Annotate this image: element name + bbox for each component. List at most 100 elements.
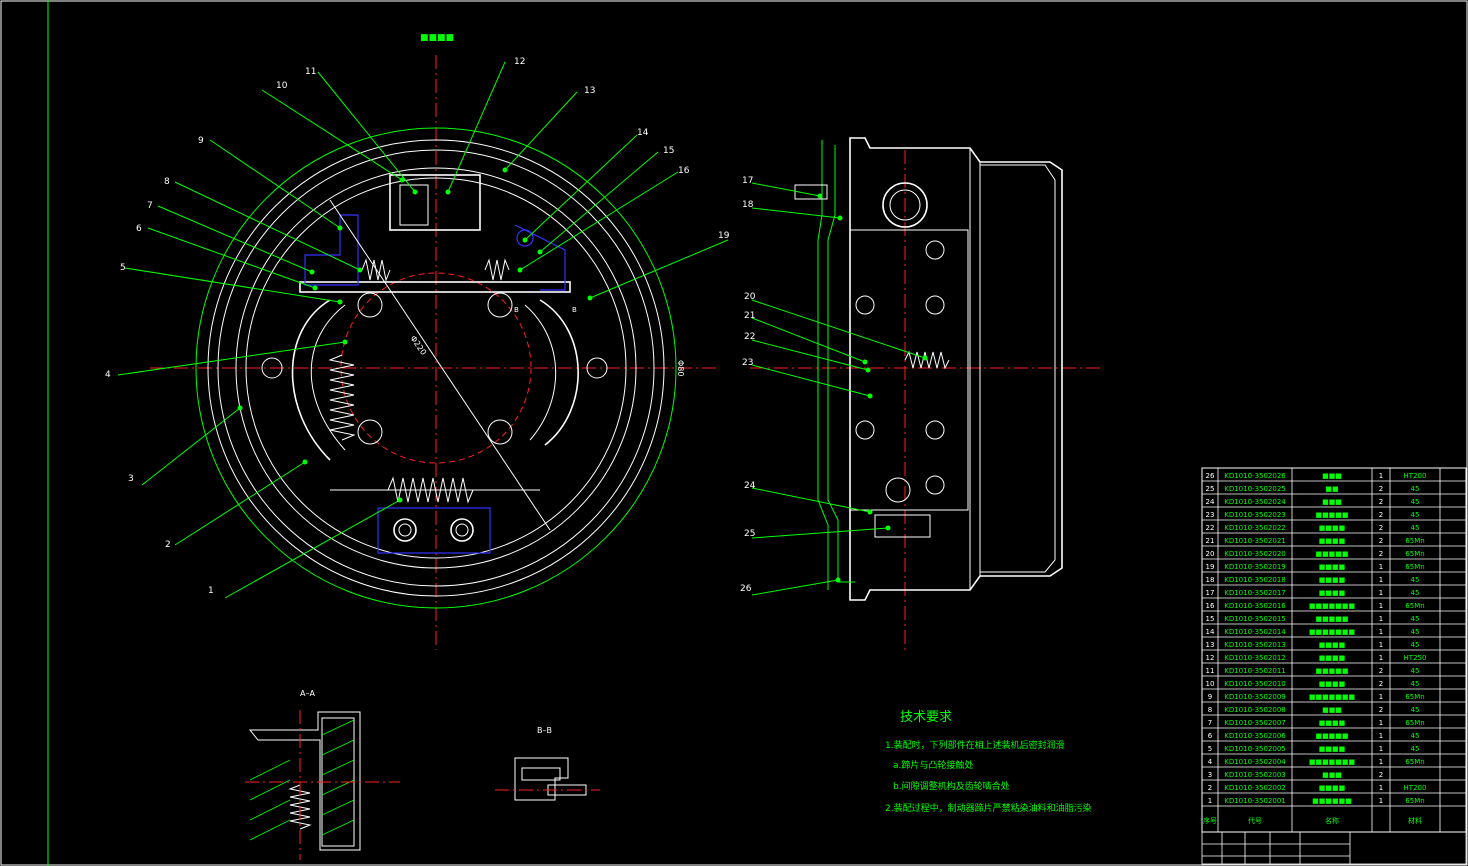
backing-plate-inner [817,140,829,590]
bom-cell-code: KD1010-3502010 [1224,680,1286,688]
bom-cell-name: ■■■■ [1319,719,1345,727]
front-view[interactable]: Φ220 Φ80 B B [150,55,720,650]
bom-cell-mat: 45 [1411,628,1420,636]
bom-cell-name: ■■■■■ [1315,511,1348,519]
bom-cell-name: ■■■■ [1319,524,1345,532]
bom-cell-name: ■■■■■■■ [1309,758,1355,766]
blue-bracket-left [304,214,359,286]
bom-cell-mat: 65Mn [1405,537,1424,545]
wheel-cylinder [389,174,481,231]
bom-cell-name: ■■■■■ [1315,667,1348,675]
drum-inner-profile [980,164,1056,573]
brake-shoe-right-inner [524,304,557,441]
bom-cell-no: 1 [1208,797,1212,805]
label-3: 3 [128,474,134,484]
bom-cell-code: KD1010-3502002 [1224,784,1286,792]
bom-cell-mat: 65Mn [1405,693,1424,701]
bom-cell-mat: 65Mn [1405,563,1424,571]
bom-cell-code: KD1010-3502001 [1224,797,1286,805]
bom-cell-qty: 1 [1379,602,1383,610]
bom-cell-mat: 45 [1411,511,1420,519]
bom-cell-mat: 45 [1411,745,1420,753]
bom-cell-name: ■■■ [1322,498,1342,506]
bom-cell-no: 26 [1206,472,1215,480]
bom-cell-no: 24 [1206,498,1215,506]
bom-cell-code: KD1010-3502012 [1224,654,1286,662]
bom-cell-name: ■■■ [1322,472,1342,480]
label-6: 6 [136,224,142,234]
bom-cell-no: 22 [1206,524,1215,532]
side-view[interactable] [750,137,1100,650]
bom-cell-code: KD1010-3502007 [1224,719,1286,727]
bom-cell-qty: 1 [1379,589,1383,597]
bom-cell-no: 17 [1206,589,1215,597]
side-spring [904,350,950,370]
bom-cell-name: ■■■■■ [1315,615,1348,623]
anchor-hole-2 [450,518,474,542]
bom-cell-qty: 2 [1379,771,1383,779]
label-15: 15 [663,146,674,156]
bom-cell-qty: 1 [1379,641,1383,649]
bom-cell-no: 19 [1206,563,1215,571]
tech-title: 技术要求 [900,710,952,725]
title-block [1201,831,1467,865]
bom-cell-qty: 2 [1379,667,1383,675]
bom-cell-qty: 2 [1379,537,1383,545]
section-b-b[interactable]: B–B [495,726,600,801]
upper-spring-left [361,258,391,282]
section-a-a[interactable]: A–A [245,689,400,860]
bom-cell-qty: 1 [1379,693,1383,701]
drum-circle-4 [245,177,627,559]
section-bb-title: B–B [537,726,552,735]
brake-shoe-left-inner [310,304,346,451]
bom-cell-name: ■■■■ [1319,563,1345,571]
blue-bracket-right [514,224,566,291]
bom-cell-code: KD1010-3502006 [1224,732,1286,740]
cylinder-circle [882,182,928,228]
bom-cell-qty: 1 [1379,654,1383,662]
shoe-assembly [849,229,969,511]
bom-cell-code: KD1010-3502013 [1224,641,1286,649]
bom-cell-code: KD1010-3502018 [1224,576,1286,584]
bom-cell-no: 6 [1208,732,1213,740]
bom-cell-code: KD1010-3502019 [1224,563,1286,571]
bom-cell-code: KD1010-3502004 [1224,758,1286,766]
side-view-label-text: 17 18 20 21 22 23 24 25 26 [740,176,756,594]
bom-cell-no: 2 [1208,784,1212,792]
bom-cell-mat: 45 [1411,498,1420,506]
label-26: 26 [740,584,752,594]
view-title: ■■■■ [420,33,454,43]
side-hole-5 [855,295,875,315]
label-2: 2 [165,540,171,550]
label-18: 18 [742,200,754,210]
